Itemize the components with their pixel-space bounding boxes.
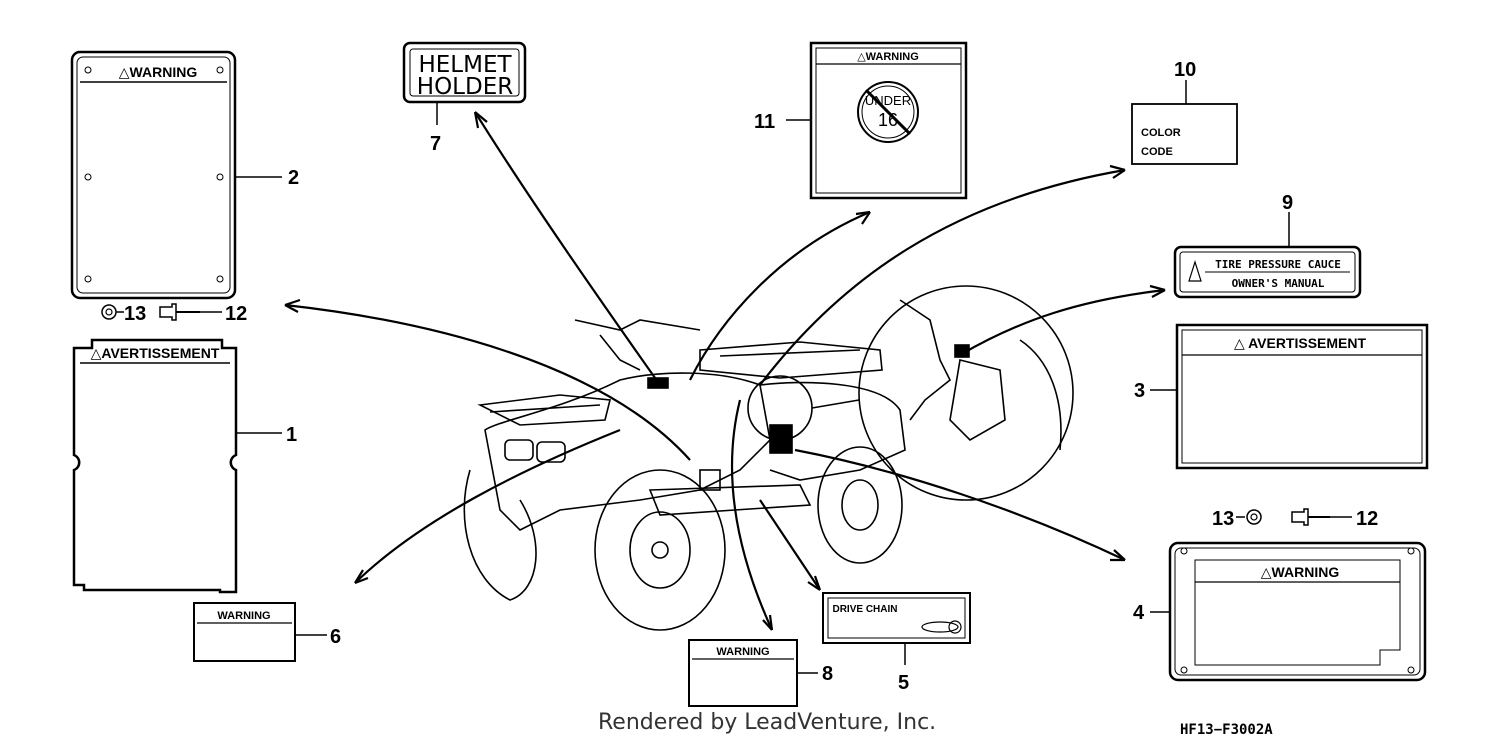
label-2-warning-plate[interactable]: △WARNING: [70, 50, 237, 300]
callout-1[interactable]: 1: [286, 424, 297, 446]
label-1-avertissement-plate[interactable]: △AVERTISSEMENT: [72, 338, 238, 594]
age-text: 16: [878, 110, 898, 130]
leader-arrows: [284, 111, 1166, 631]
label-11-under-16-warning[interactable]: △WARNING UNDER 16: [809, 41, 968, 200]
diagram-code: HF13−F3002A: [1180, 722, 1273, 738]
label-10-color-code[interactable]: COLOR CODE: [1131, 103, 1238, 165]
callout-11[interactable]: 11: [754, 111, 775, 133]
callout-9[interactable]: 9: [1282, 192, 1293, 214]
label-7-helmet-holder[interactable]: HELMET HOLDER: [402, 41, 527, 104]
callout-7[interactable]: 7: [430, 133, 441, 155]
callout-10[interactable]: 10: [1174, 59, 1196, 81]
callout-13-right[interactable]: 13: [1212, 508, 1234, 530]
label-4-text: △WARNING: [1261, 564, 1340, 580]
label-1-text: △AVERTISSEMENT: [91, 345, 220, 361]
label-3-avertissement[interactable]: △ AVERTISSEMENT: [1175, 323, 1429, 470]
label-5-text: DRIVE CHAIN: [832, 604, 897, 615]
callout-6[interactable]: 6: [330, 626, 341, 648]
label-10-line2: CODE: [1141, 146, 1173, 158]
credit-text: Rendered by LeadVenture, Inc.: [598, 710, 937, 735]
label-6-warning[interactable]: WARNING: [193, 602, 296, 662]
callout-3[interactable]: 3: [1134, 380, 1145, 402]
fastener-group-right[interactable]: 13 12: [1212, 508, 1378, 530]
detail-zoom-circle: [747, 285, 1074, 501]
label-10-line1: COLOR: [1141, 127, 1181, 139]
label-5-drive-chain[interactable]: DRIVE CHAIN: [822, 592, 971, 644]
label-7-line2: HOLDER: [417, 74, 513, 100]
label-9-line2: OWNER'S MANUAL: [1232, 277, 1325, 290]
callout-13-left[interactable]: 13: [124, 303, 146, 325]
label-6-text: WARNING: [217, 610, 270, 622]
callout-8[interactable]: 8: [822, 663, 833, 685]
label-3-text: △ AVERTISSEMENT: [1234, 335, 1367, 351]
label-8-text: WARNING: [716, 646, 769, 658]
callout-4[interactable]: 4: [1133, 602, 1145, 624]
callout-2[interactable]: 2: [288, 167, 299, 189]
label-8-warning[interactable]: WARNING: [688, 639, 798, 707]
label-4-warning-plate[interactable]: △WARNING: [1168, 541, 1427, 682]
label-9-tire-pressure[interactable]: TIRE PRESSURE CAUCE OWNER'S MANUAL: [1173, 245, 1362, 299]
chain-icon: [921, 620, 962, 634]
callout-12-left[interactable]: 12: [225, 303, 247, 325]
label-11-text: △WARNING: [857, 51, 919, 63]
callout-12-right[interactable]: 12: [1356, 508, 1378, 530]
label-2-text: △WARNING: [119, 64, 198, 80]
under-text: UNDER: [865, 93, 911, 108]
atv-illustration: [463, 319, 906, 631]
label-7-line1: HELMET: [418, 52, 512, 78]
fastener-group-left[interactable]: 13 12: [101, 303, 247, 325]
callout-5[interactable]: 5: [898, 672, 909, 694]
label-9-line1: TIRE PRESSURE CAUCE: [1215, 258, 1341, 271]
